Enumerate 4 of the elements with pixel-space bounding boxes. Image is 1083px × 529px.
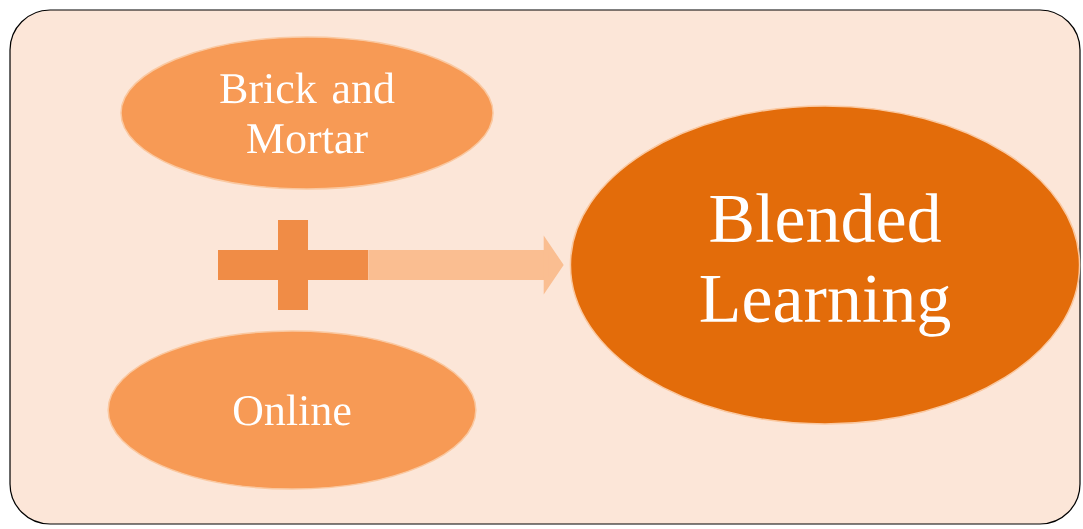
ellipse-node: Brick and Mortar xyxy=(120,36,494,190)
plus-sign xyxy=(218,220,368,310)
ellipse-node: Online xyxy=(107,330,477,490)
ellipse-node: Blended Learning xyxy=(569,105,1081,425)
